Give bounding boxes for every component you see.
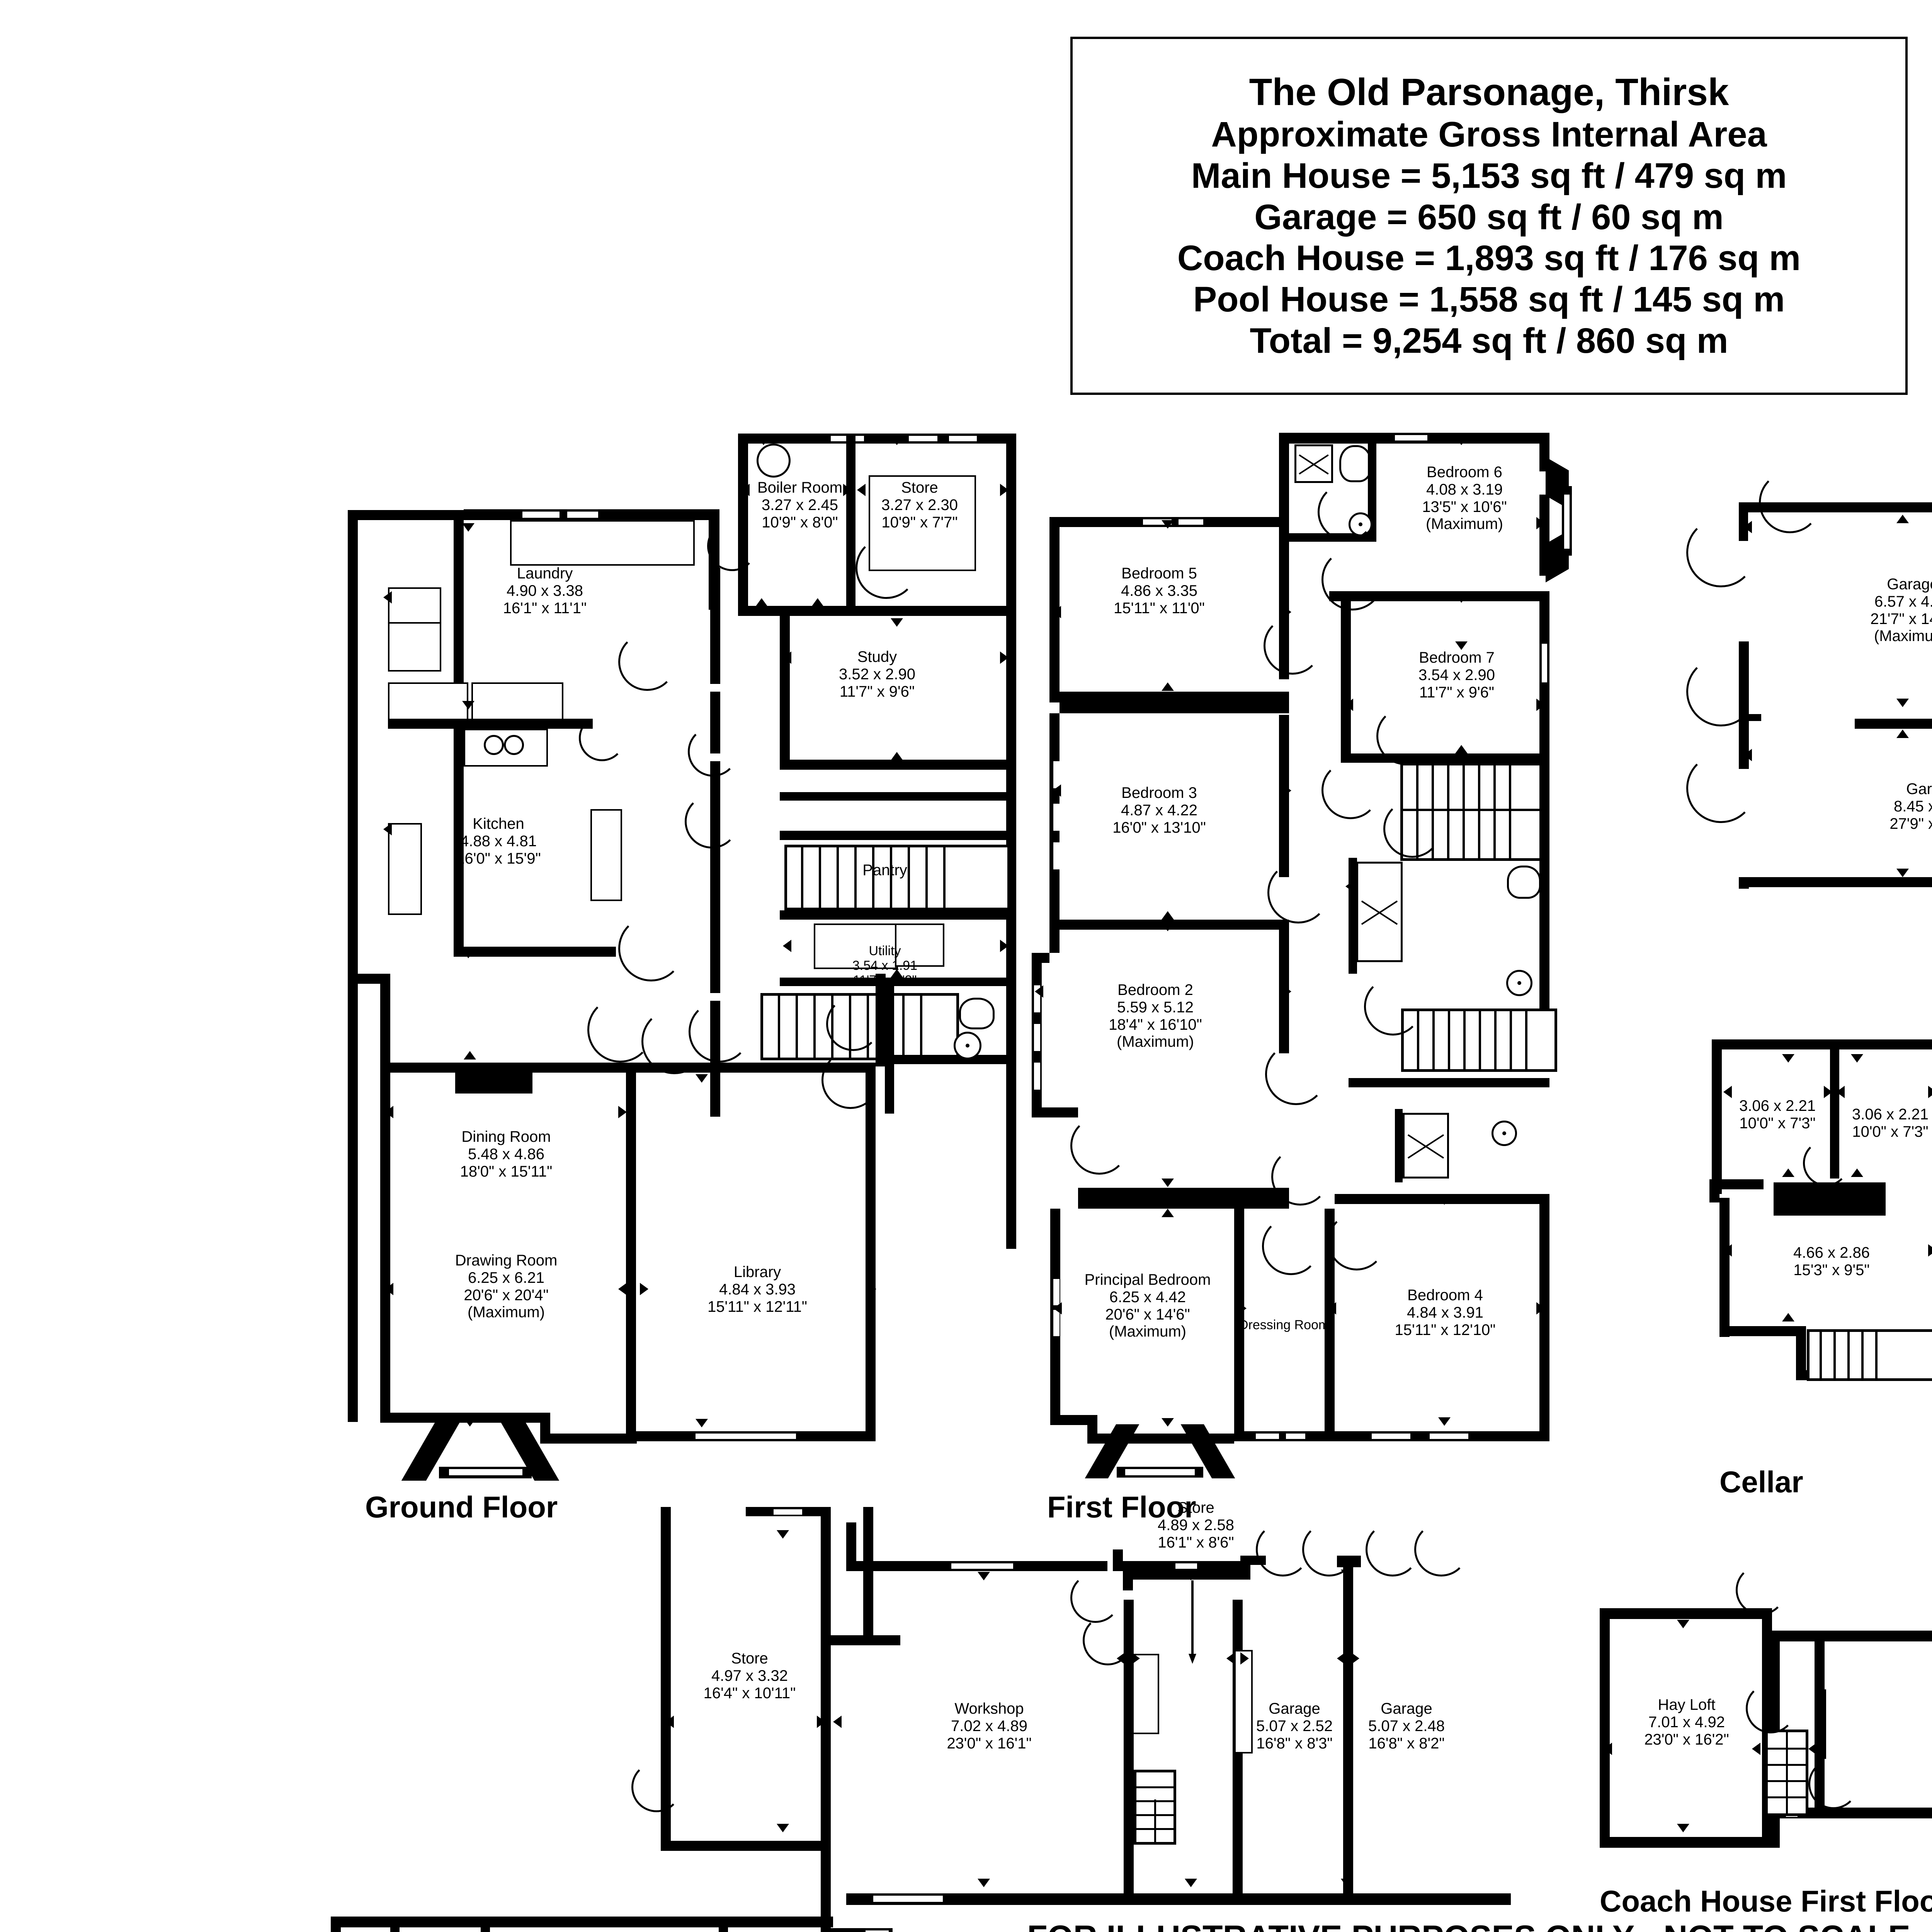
caption-cellar: Cellar (1719, 1465, 1803, 1499)
caption-ground-floor: Ground Floor (365, 1490, 558, 1524)
room-label-kitchen: Kitchen 4.88 x 4.81 16'0" x 15'9" (456, 815, 541, 867)
title-line-property-name: The Old Parsonage, Thirsk (1249, 70, 1729, 113)
coach-house-ground-floor-plan: Store 4.97 x 3.32 16'4" x 10'11" (321, 1507, 1016, 1932)
room-label-bedroom-2: Bedroom 2 5.59 x 5.12 18'4" x 16'10" (Ma… (1109, 981, 1202, 1051)
room-label-coach-garage-2: Garage 5.07 x 2.48 16'8" x 8'2" (1368, 1700, 1445, 1752)
room-label-library: Library 4.84 x 3.93 15'11" x 12'11" (707, 1264, 807, 1315)
room-label-dining-room: Dining Room 5.48 x 4.86 18'0" x 15'11" (460, 1128, 553, 1180)
garage-plan: Garage 6.57 x 4.26 21'7" x 14'0" (Maximu… (1662, 425, 1932, 896)
caption-coach-house-first-floor: Coach House First Floor (1600, 1884, 1932, 1918)
room-label-workshop: Workshop 7.02 x 4.89 23'0" x 16'1" (947, 1700, 1032, 1752)
room-label-bedroom-6: Bedroom 6 4.08 x 3.19 13'5" x 10'6" (Max… (1422, 464, 1507, 533)
room-label-bedroom-3: Bedroom 3 4.87 x 4.22 16'0" x 13'10" (1112, 784, 1206, 836)
title-line-total: Total = 9,254 sq ft / 860 sq m (1250, 321, 1728, 361)
room-label-bedroom-4: Bedroom 4 4.84 x 3.91 15'11" x 12'10" (1395, 1287, 1496, 1338)
room-label-principal-bedroom: Principal Bedroom 6.25 x 4.42 20'6" x 14… (1084, 1271, 1211, 1340)
room-label-bedroom-7: Bedroom 7 3.54 x 2.90 11'7" x 9'6" (1418, 649, 1495, 701)
title-line-pool-house: Pool House = 1,558 sq ft / 145 sq m (1193, 280, 1785, 320)
cellar-plan: 3.06 x 2.21 10'0" x 7'3" 3.06 x 2.21 10'… (1696, 1036, 1932, 1453)
title-line-garage: Garage = 650 sq ft / 60 sq m (1254, 197, 1724, 237)
room-label-hay-loft: Hay Loft 7.01 x 4.92 23'0" x 16'2" (1644, 1696, 1729, 1748)
coach-house-first-floor-plan: Hay Loft 7.01 x 4.92 23'0" x 16'2" Loft … (1600, 1565, 1932, 1901)
room-label-boiler-room: Boiler Room 3.27 x 2.45 10'9" x 8'0" (757, 479, 843, 531)
room-label-store-boiler: Store 3.27 x 2.30 10'9" x 7'7" (881, 479, 958, 531)
room-label-bedroom-5: Bedroom 5 4.86 x 3.35 15'11" x 11'0" (1114, 565, 1205, 617)
room-label-cellar-store-left: 3.06 x 2.21 10'0" x 7'3" (1739, 1097, 1816, 1132)
room-label-laundry: Laundry 4.90 x 3.38 16'1" x 11'1" (503, 565, 587, 617)
coach-house-workshop-plan: Store 4.89 x 2.58 16'1" x 8'6" Workshop … (846, 1499, 1511, 1920)
room-label-drawing-room: Drawing Room 6.25 x 6.21 20'6" x 20'4" (… (455, 1252, 558, 1321)
room-label-garage-lower: Garage 8.45 x 3.88 27'9" x 12'9" (1889, 781, 1932, 832)
room-label-study: Study 3.52 x 2.90 11'7" x 9'6" (839, 648, 915, 700)
title-line-main-house: Main House = 5,153 sq ft / 479 sq m (1191, 156, 1787, 196)
room-label-dressing-room: Dressing Room (1239, 1318, 1330, 1332)
title-line-coach-house: Coach House = 1,893 sq ft / 176 sq m (1177, 238, 1801, 278)
title-line-area-heading: Approximate Gross Internal Area (1211, 115, 1767, 155)
room-label-coach-garage-1: Garage 5.07 x 2.52 16'8" x 8'3" (1256, 1700, 1333, 1752)
room-label-coach-store-upper: Store 4.97 x 3.32 16'4" x 10'11" (703, 1650, 796, 1702)
room-label-cellar-store-right: 3.06 x 2.21 10'0" x 7'3" (1852, 1106, 1929, 1140)
title-block: The Old Parsonage, Thirsk Approximate Gr… (1070, 37, 1908, 395)
room-label-pantry: Pantry (862, 862, 907, 879)
room-label-garage-upper: Garage 6.57 x 4.26 21'7" x 14'0" (Maximu… (1870, 576, 1932, 645)
footer-illustrative-notice: FOR ILLUSTRATIVE PURPOSES ONLY - NOT TO … (0, 1918, 1932, 1932)
first-floor-plan: Bedroom 5 4.86 x 3.35 15'11" x 11'0" Bed… (1009, 421, 1573, 1480)
ground-floor-plan: Laundry 4.90 x 3.38 16'1" x 11'1" Boiler… (348, 421, 1016, 1481)
room-label-coach-store-mid: Store 4.89 x 2.58 16'1" x 8'6" (1158, 1499, 1234, 1551)
room-label-utility: Utility 3.54 x 1.91 11'7" x 6'3" (852, 944, 918, 988)
caption-first-floor: First Floor (1047, 1490, 1196, 1524)
room-label-cellar-main: 4.66 x 2.86 15'3" x 9'5" (1793, 1244, 1870, 1279)
